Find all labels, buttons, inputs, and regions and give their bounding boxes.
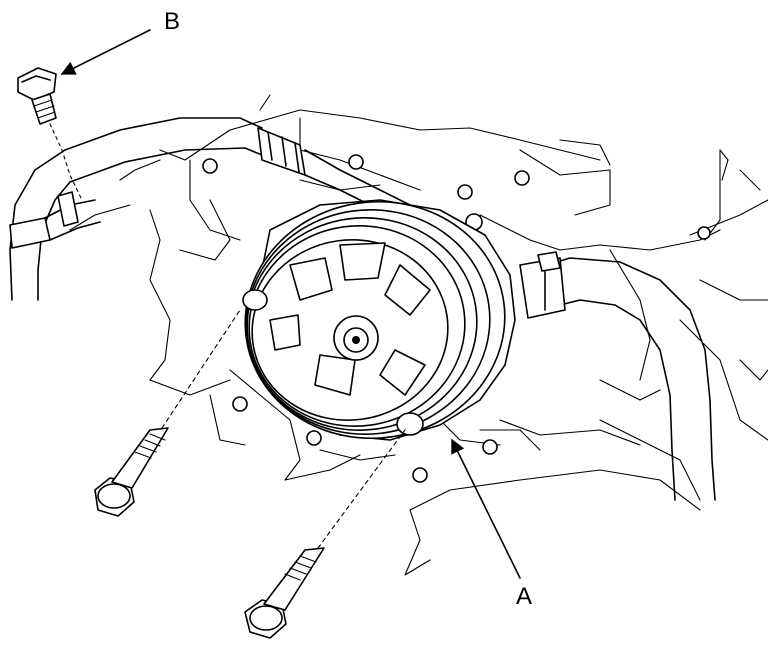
callout-label-a: A: [516, 583, 532, 610]
callout-leaders: [60, 29, 521, 579]
upper-hose: [64, 117, 411, 223]
right-hose: [519, 251, 716, 501]
callout-label-b: B: [164, 8, 180, 35]
bolt-b: [17, 67, 83, 201]
bolt-lower-left: [94, 309, 241, 517]
pulley: [242, 200, 506, 440]
left-hose: [9, 149, 101, 301]
bolt-bottom-center: [244, 429, 406, 639]
engine-block-outline: [69, 94, 768, 576]
